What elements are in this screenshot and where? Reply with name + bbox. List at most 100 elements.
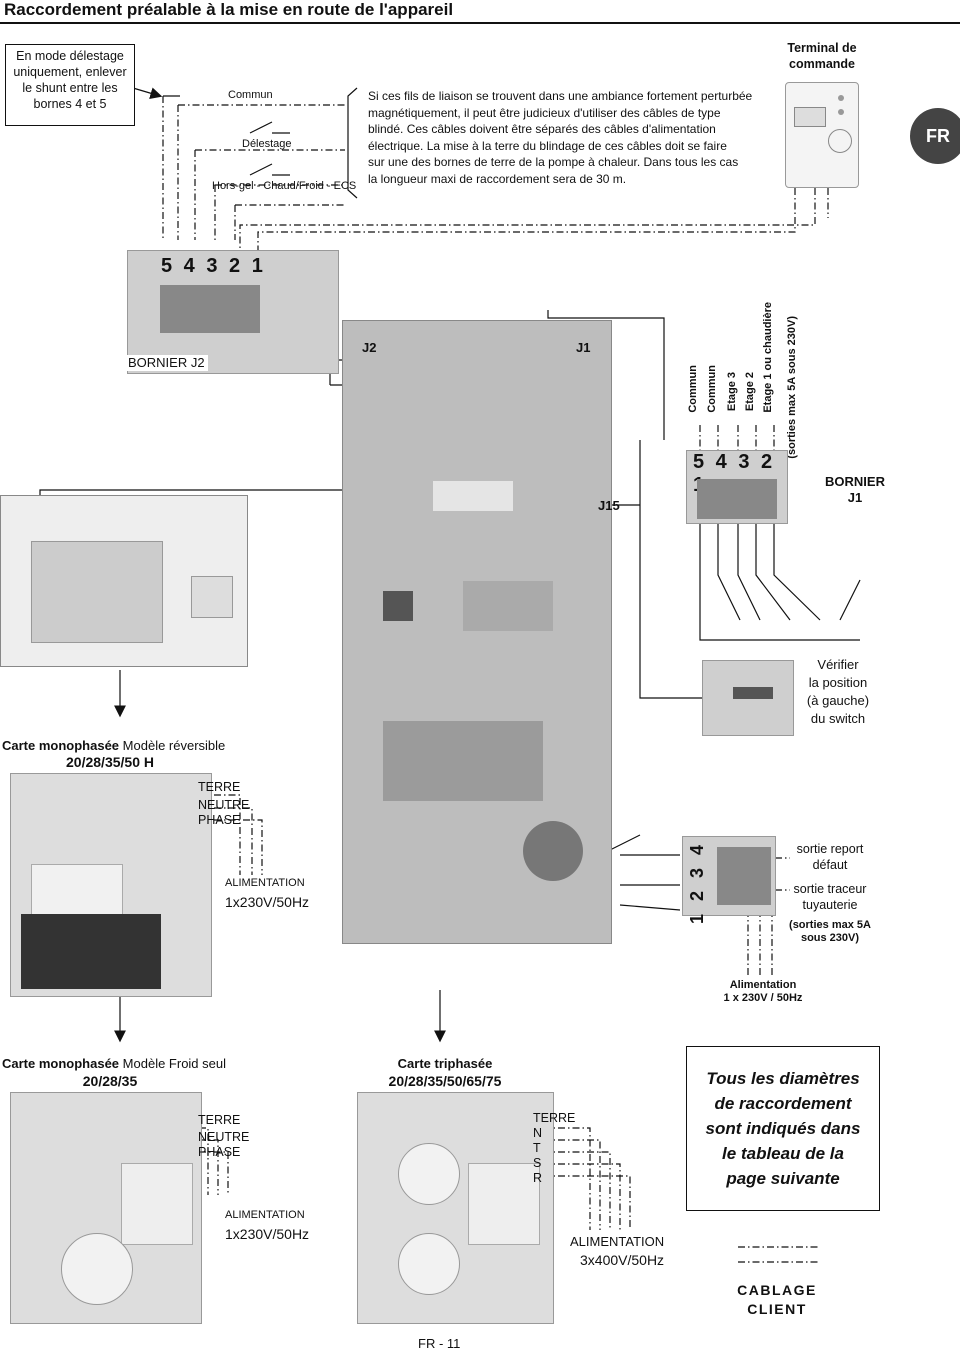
relay-traceur-line: tuyauterie (802, 898, 858, 912)
legend-line: CLIENT (747, 1301, 807, 1317)
diameter-note-line: Tous les diamètres (706, 1069, 860, 1088)
tri-n-label: N (533, 1126, 543, 1140)
relay-max-line: (sorties max 5A (789, 919, 871, 931)
j1-output-label: Commun (706, 365, 718, 413)
shielded-note-line: la longueur maxi de raccordement sera de… (368, 171, 627, 186)
card-reversible-model: 20/28/35/50 H (66, 754, 154, 770)
tri-alim-label: ALIMENTATION (570, 1234, 665, 1249)
reversible-phase-label: PHASE (198, 813, 241, 827)
diameter-note-line: sont indiqués dans (705, 1119, 861, 1138)
j1-output-label: (sorties max 5A sous 230V) (786, 316, 798, 459)
relay-report-line: défaut (812, 858, 848, 872)
reversible-voltage-label: 1x230V/50Hz (225, 894, 310, 910)
card-froid-title: Carte monophasée Modèle Froid seul (2, 1056, 226, 1072)
relay-supply-line: 1 x 230V / 50Hz (723, 992, 803, 1004)
tri-voltage-label: 3x400V/50Hz (580, 1252, 665, 1268)
shunt-note-line: bornes 4 et 5 (33, 97, 107, 111)
bornier-j2-label: BORNIER J2 (125, 355, 208, 371)
relay-report-label: sortie report défaut (786, 841, 874, 873)
legend-line: CABLAGE (737, 1282, 817, 1298)
j1-output-label: Etage 3 (726, 372, 738, 412)
shielded-note-line: magnétiquement, il peut être judicieux d… (368, 105, 721, 120)
tri-t-label: T (533, 1141, 541, 1155)
switch-note-line: Vérifier (817, 657, 859, 672)
terminal-label-line: Terminal de (787, 41, 857, 55)
terminal-label: Terminal de commande (772, 40, 872, 72)
reversible-alim-label: ALIMENTATION (225, 877, 305, 889)
shunt-note-line: le shunt entre les (22, 81, 118, 95)
card-tri-model: 20/28/35/50/65/75 (388, 1073, 502, 1089)
shunt-note-line: En mode délestage (16, 49, 124, 63)
title-bar (0, 0, 960, 24)
bornier-j1-label-line: J1 (847, 490, 863, 505)
control-terminal-image (785, 82, 859, 188)
bornier-j1-photo: 5 4 3 2 1 (686, 450, 788, 524)
tri-terre-label: TERRE (533, 1111, 576, 1125)
relay-supply-label: Alimentation 1 x 230V / 50Hz (708, 979, 818, 1005)
switch-note-line: du switch (810, 711, 866, 726)
bornier-j2-digits: 5 4 3 2 1 (161, 255, 266, 277)
switch-note: Vérifier la position (à gauche) du switc… (798, 656, 878, 728)
main-board-photo (342, 320, 612, 944)
card-froid-title-bold: Carte monophasée (2, 1056, 120, 1071)
froid-voltage-label: 1x230V/50Hz (225, 1226, 310, 1242)
tri-r-label: R (533, 1171, 543, 1185)
j1-output-label: Etage 2 (744, 372, 756, 412)
tri-s-label: S (533, 1156, 542, 1170)
board-label-j1: J1 (576, 340, 591, 355)
language-badge: FR (910, 108, 960, 164)
switch-note-line: (à gauche) (806, 693, 870, 708)
bornier-j2-photo: 5 4 3 2 1 (127, 250, 339, 374)
j1-output-label: Commun (687, 365, 699, 413)
card-froid-title-model: Modèle Froid seul (122, 1056, 226, 1071)
switch-note-line: la position (808, 675, 868, 690)
froid-phase-label: PHASE (198, 1145, 241, 1159)
relay-block-photo: 1 2 3 4 (682, 836, 776, 924)
card-reversible-title-model: Modèle réversible (122, 738, 226, 753)
label-horsgel: Hors-gel - Chaud/Froid - ECS (212, 180, 357, 192)
label-commun: Commun (228, 89, 273, 101)
card-froid-photo (10, 1092, 202, 1324)
shielded-note-line: Si ces fils de liaison se trouvent dans … (368, 89, 753, 103)
relay-traceur-label: sortie traceur tuyauterie (786, 881, 874, 913)
relay-max-label: (sorties max 5A sous 230V) (786, 919, 874, 945)
terminal-label-line: commande (789, 57, 855, 71)
shunt-note: En mode délestage uniquement, enlever le… (5, 44, 135, 126)
switch-photo (702, 660, 794, 736)
diameter-note: Tous les diamètres de raccordement sont … (706, 1066, 861, 1191)
relay-supply-line: Alimentation (729, 979, 797, 991)
diameter-note-line: page suivante (726, 1169, 840, 1188)
page-title: Raccordement préalable à la mise en rout… (4, 0, 454, 19)
shielded-cable-note: Si ces fils de liaison se trouvent dans … (368, 88, 768, 187)
bornier-j1-label: BORNIER J1 (820, 474, 890, 506)
reversible-terre-label: TERRE (198, 780, 241, 794)
legend-cablage-client: CABLAGE CLIENT (720, 1281, 834, 1319)
diameter-note-line: de raccordement (714, 1094, 852, 1113)
card-reversible-title-bold: Carte monophasée (2, 738, 120, 753)
froid-neutre-label: NEUTRE (198, 1130, 250, 1144)
froid-terre-label: TERRE (198, 1113, 241, 1127)
diameter-note-line: le tableau de la (722, 1144, 844, 1163)
shielded-note-line: électrique. La mise à la terre du blinda… (368, 138, 727, 153)
card-reversible-photo (10, 773, 212, 997)
relay-max-line: sous 230V) (800, 932, 860, 944)
label-delestage: Délestage (242, 138, 292, 150)
reversible-neutre-label: NEUTRE (198, 798, 250, 812)
bornier-j1-label-line: BORNIER (825, 474, 885, 489)
card-tri-title: Carte triphasée (397, 1056, 493, 1071)
relay-digits: 1 2 3 4 (687, 841, 707, 925)
shunt-note-line: uniquement, enlever (13, 65, 127, 79)
card-tri-photo (357, 1092, 554, 1324)
board-label-j15: J15 (598, 498, 620, 513)
froid-alim-label: ALIMENTATION (225, 1209, 305, 1221)
relay-report-line: sortie report (796, 842, 864, 856)
card-froid-model: 20/28/35 (82, 1073, 138, 1089)
relay-traceur-line: sortie traceur (793, 882, 867, 896)
shielded-note-line: sur une des bornes de terre de la pompe … (368, 155, 739, 169)
unit-housing-photo (0, 495, 248, 667)
board-label-j2: J2 (362, 340, 377, 355)
diameter-note-box: Tous les diamètres de raccordement sont … (686, 1046, 880, 1211)
card-reversible-title: Carte monophasée Modèle réversible (2, 738, 225, 754)
shielded-note-line: blindé. Ces câbles doivent être séparés … (368, 122, 716, 136)
page-number: FR - 11 (418, 1336, 461, 1351)
